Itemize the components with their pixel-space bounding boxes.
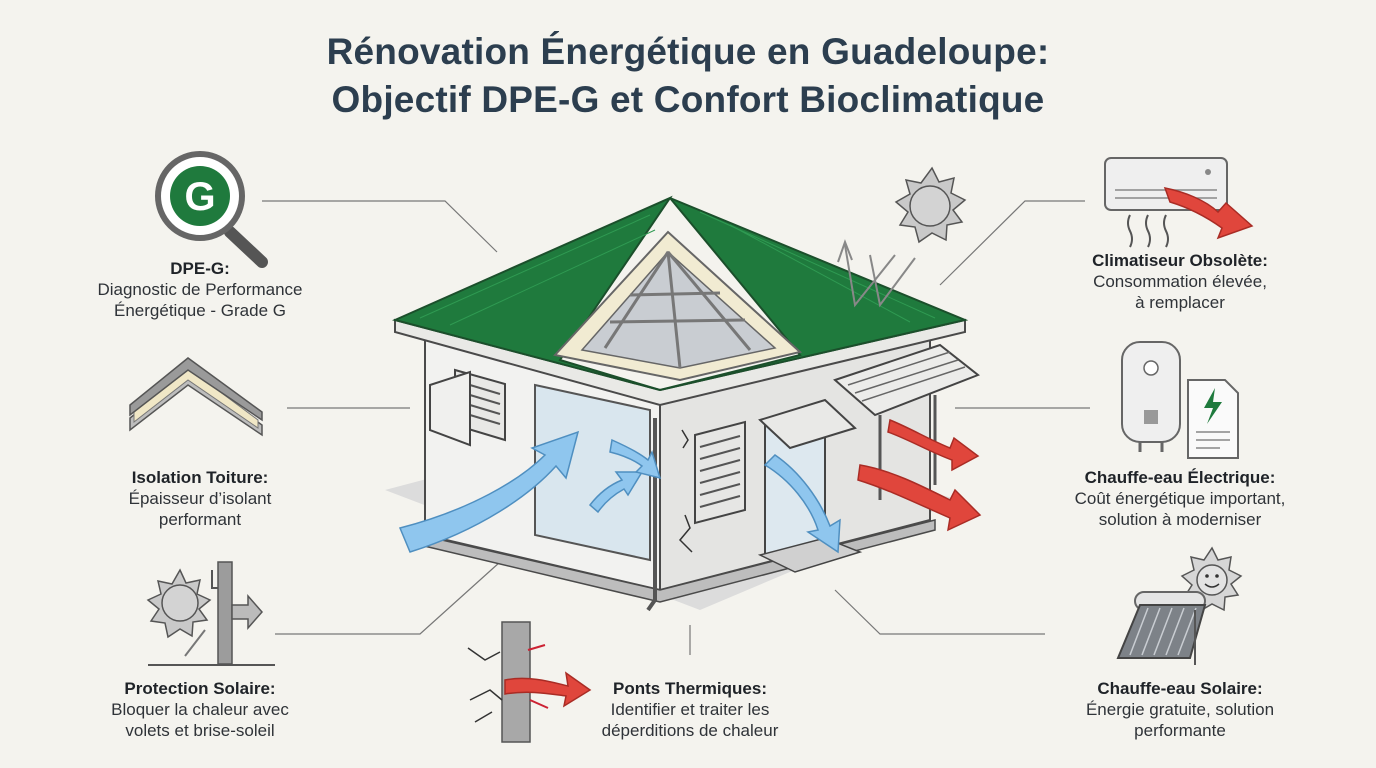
reflected-rays (837, 239, 916, 308)
house (391, 195, 980, 612)
cool-air-arrow-1 (398, 430, 580, 553)
callout-isolation-desc-2: performant (158, 510, 242, 529)
downpipe (646, 418, 657, 612)
cool-air-arrow-3 (609, 438, 662, 480)
left-shutter (429, 368, 506, 447)
air-conditioner-icon (1104, 157, 1254, 248)
callout-dpe: DPE-G: Diagnostic de Performance Énergét… (60, 258, 340, 321)
roof-cutaway-inner (580, 250, 777, 369)
callout-ponts-desc-1: Identifier et traiter les (610, 700, 770, 719)
callout-isolation: Isolation Toiture: Épaisseur d’isolant p… (70, 467, 330, 530)
callout-dpe-desc-2: Énergétique - Grade G (114, 301, 286, 320)
thermal-bridge-icon (467, 621, 592, 743)
callout-chauffe-solaire-desc-1: Énergie gratuite, solution (1085, 700, 1275, 719)
heat-arrows (857, 418, 982, 532)
callout-dpe-desc-1: Diagnostic de Performance (97, 280, 303, 299)
roof-ribs (419, 211, 936, 326)
cool-air-arrows (398, 430, 841, 554)
electric-water-heater-icon (1121, 341, 1239, 459)
solar-water-heater-icon (1116, 546, 1243, 665)
title-line-1: Rénovation Énergétique en Guadeloupe: (326, 31, 1050, 72)
callout-ponts: Ponts Thermiques: Identifier et traiter … (560, 678, 820, 741)
callout-clim: Climatiseur Obsolète: Consommation élevé… (1040, 250, 1320, 313)
roof-insulation-icon (129, 357, 263, 437)
thermal-bridge-heat-arrow (504, 671, 592, 708)
callout-protection-title: Protection Solaire: (124, 679, 276, 698)
cool-air-arrow-4 (763, 454, 841, 554)
callout-dpe-title: DPE-G: (170, 259, 230, 278)
magnifier-icon (155, 151, 268, 268)
roof-left (391, 195, 673, 391)
dpe-badge-letter: G (184, 175, 215, 219)
solar-protection-icon (146, 561, 275, 666)
wall-crack-2 (681, 429, 689, 449)
heat-arrow-1 (887, 418, 980, 472)
door-awning (758, 398, 857, 450)
callout-clim-desc-1: Consommation élevée, (1093, 272, 1267, 291)
roof-right (659, 197, 969, 391)
callout-protection-desc-2: volets et brise-soleil (125, 721, 275, 740)
callout-isolation-title: Isolation Toiture: (131, 468, 269, 487)
sun-icon (894, 166, 967, 244)
right-shutter (694, 420, 746, 525)
cool-air-arrow-2 (588, 471, 644, 514)
callout-chauffe-solaire: Chauffe-eau Solaire: Énergie gratuite, s… (1040, 678, 1320, 741)
callout-chauffe-solaire-title: Chauffe-eau Solaire: (1097, 679, 1263, 698)
ac-heat-arrow (1163, 187, 1254, 240)
callout-clim-title: Climatiseur Obsolète: (1092, 251, 1268, 270)
callout-protection-desc-1: Bloquer la chaleur avec (111, 700, 289, 719)
roof-rafters (603, 251, 752, 369)
callout-protection: Protection Solaire: Bloquer la chaleur a… (70, 678, 330, 741)
callout-chauffe-solaire-desc-2: performante (1134, 721, 1226, 740)
callout-chauffe-elec-title: Chauffe-eau Électrique: (1084, 468, 1276, 487)
callout-clim-desc-2: à remplacer (1135, 293, 1225, 312)
title-line-2: Objectif DPE-G et Confort Bioclimatique (331, 79, 1045, 120)
wall-crack (678, 514, 693, 553)
callout-ponts-title: Ponts Thermiques: (613, 679, 767, 698)
callout-isolation-desc-1: Épaisseur d’isolant (128, 489, 272, 508)
page-title: Rénovation Énergétique en Guadeloupe: Ob… (0, 28, 1376, 124)
bill-lightning-icon (1204, 388, 1222, 424)
callout-chauffe-elec: Chauffe-eau Électrique: Coût énergétique… (1030, 467, 1330, 530)
heat-arrow-2 (857, 464, 982, 532)
callout-chauffe-elec-desc-2: solution à moderniser (1098, 510, 1262, 529)
connector-lines (262, 200, 1090, 655)
callout-ponts-desc-2: déperditions de chaleur (601, 721, 779, 740)
callout-chauffe-elec-desc-1: Coût énergétique important, (1074, 489, 1286, 508)
